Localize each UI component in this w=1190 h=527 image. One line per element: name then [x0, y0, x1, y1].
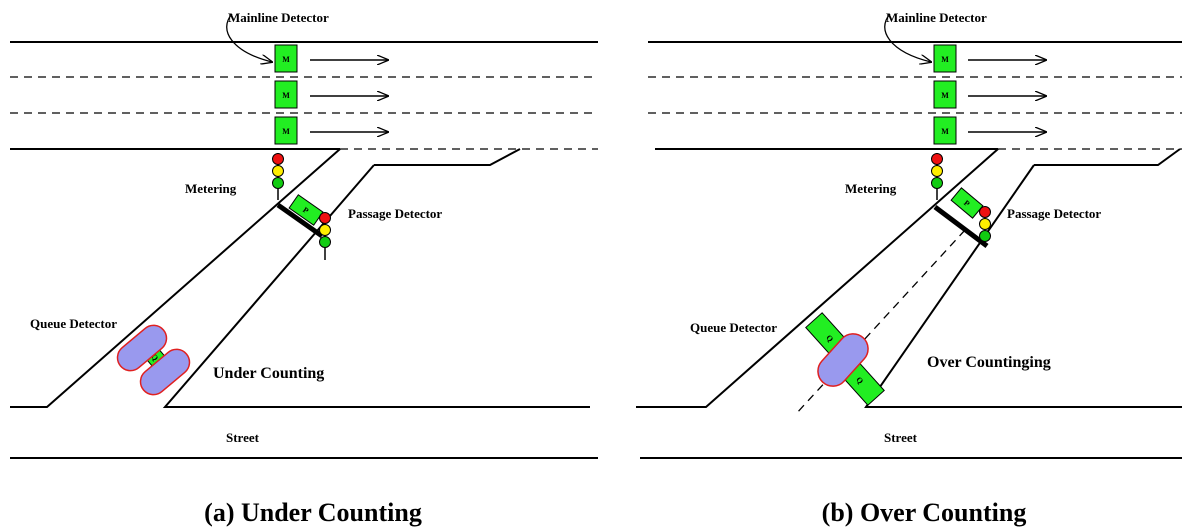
queue-detector-label: Queue Detector: [30, 316, 117, 331]
detector-letter: M: [941, 55, 949, 64]
detector-letter: M: [282, 91, 290, 100]
detector-letter: P: [301, 205, 310, 215]
vehicle-icon: [139, 348, 191, 396]
street-label: Street: [884, 430, 918, 445]
metering-signal-icon: [319, 212, 331, 260]
queue-detector-label: Queue Detector: [690, 320, 777, 335]
ramp-left-edge: [10, 148, 341, 408]
detector-letter: M: [941, 91, 949, 100]
stop-bar: [276, 202, 324, 239]
metering-label: Metering: [845, 181, 897, 196]
mainline-detector: M: [274, 80, 298, 109]
under-counting-label: Under Counting: [213, 365, 324, 382]
acceleration-lane-edge: [1034, 148, 1181, 166]
ramp-right-edge: [864, 164, 1182, 408]
detector-letter: M: [282, 55, 290, 64]
vehicle-icon: [116, 324, 168, 372]
acceleration-lane-edge: [374, 148, 521, 166]
caption-a: (a) Under Counting: [204, 498, 422, 527]
vehicle-icon: [817, 333, 869, 387]
detector-letter: P: [962, 198, 972, 208]
mainline-detector: M: [933, 44, 957, 73]
detector-letter: Q: [149, 352, 160, 363]
pointer-arrow-icon: [226, 13, 272, 62]
passage-detector-label: Passage Detector: [1007, 206, 1101, 221]
metering-signal-icon: [931, 153, 943, 200]
over-counting-label: Over Countinging: [927, 354, 1051, 371]
panel-b: M M M Mainline Detector P: [636, 10, 1182, 527]
mainline-detector: M: [274, 116, 298, 145]
stop-bar: [933, 205, 989, 248]
detector-letter: M: [282, 127, 290, 136]
metering-signal-icon: [272, 153, 284, 200]
detector-letter: Q: [824, 333, 835, 344]
panel-a: M M M Mainline Detector P: [10, 10, 598, 527]
ramp-right-edge: [162, 164, 590, 408]
mainline-detector-label: Mainline Detector: [228, 10, 329, 25]
ramp-left-edge: [636, 148, 999, 408]
caption-b: (b) Over Counting: [822, 498, 1027, 527]
passage-detector: P: [950, 187, 984, 219]
mainline-detector: M: [274, 44, 298, 73]
detector-letter: Q: [854, 375, 865, 386]
mainline-detector: M: [933, 116, 957, 145]
passage-detector: P: [288, 194, 324, 226]
mainline-detector: M: [933, 80, 957, 109]
metering-signal-icon: [979, 206, 991, 242]
metering-label: Metering: [185, 181, 237, 196]
mainline-detector-label: Mainline Detector: [886, 10, 987, 25]
street-label: Street: [226, 430, 260, 445]
passage-detector-label: Passage Detector: [348, 206, 442, 221]
pointer-arrow-icon: [884, 13, 931, 62]
detector-letter: M: [941, 127, 949, 136]
